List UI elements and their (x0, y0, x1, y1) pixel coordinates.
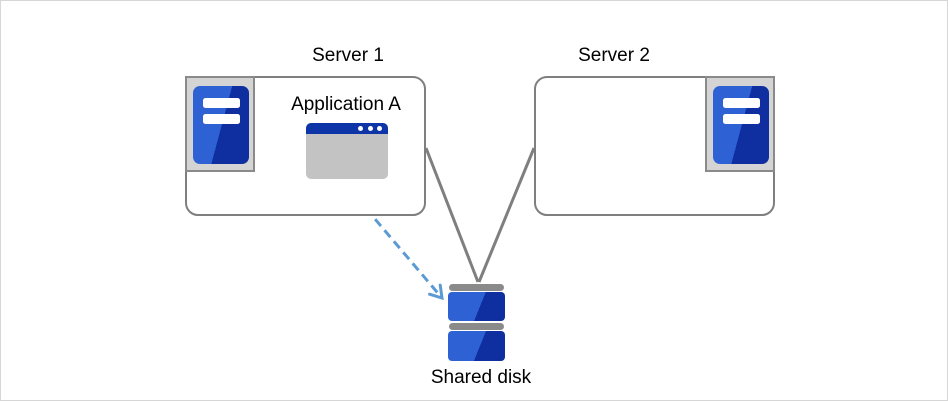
server-tower-body (713, 86, 769, 164)
application-a-label: Application A (291, 94, 401, 115)
server2-label: Server 2 (578, 45, 650, 66)
window-dot-icon (358, 126, 363, 131)
server-drive-bay (723, 98, 760, 108)
shared-disk-label: Shared disk (430, 367, 532, 388)
disk-unit (448, 331, 505, 361)
server-tower-body (193, 86, 249, 164)
app-window-titlebar (306, 123, 388, 134)
disk-platter (449, 323, 504, 330)
window-dot-icon (368, 126, 373, 131)
disk-unit (448, 292, 505, 321)
disk-stack-icon (448, 284, 505, 361)
server-tower-icon (185, 76, 255, 172)
app-window-icon (306, 123, 388, 179)
window-dot-icon (377, 126, 382, 131)
disk-platter (449, 284, 504, 291)
server-drive-bay (203, 114, 240, 124)
server-drive-bay (723, 114, 760, 124)
server1-label: Server 1 (312, 45, 384, 66)
connector-server1-disk (424, 147, 480, 283)
server-drive-bay (203, 98, 240, 108)
server-tower-icon (705, 76, 775, 172)
connector-server2-disk (477, 147, 536, 283)
